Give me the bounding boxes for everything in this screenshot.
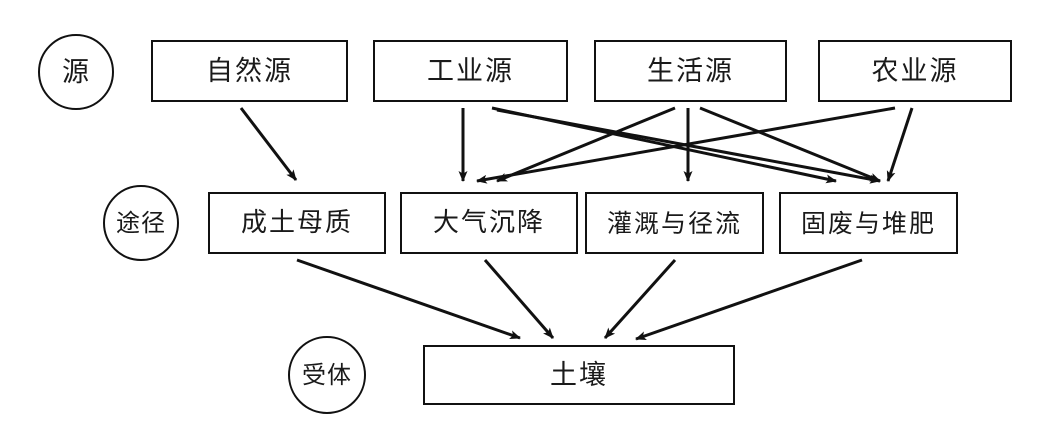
node-irrigation-runoff: 灌溉与径流 — [585, 192, 764, 254]
node-label-natural: 自然源 — [206, 55, 293, 87]
edge-solid-waste-to-soil — [635, 258, 863, 341]
edge-irrigation-to-soil — [603, 258, 677, 340]
node-label-atmospheric-deposition: 大气沉降 — [432, 208, 545, 238]
node-agricultural: 农业源 — [818, 40, 1012, 102]
tier-circle-label: 受体 — [302, 361, 352, 389]
node-solid-waste-compost: 固废与堆肥 — [779, 192, 958, 254]
edge-atmospheric-to-soil — [483, 259, 555, 339]
edge-industrial-to-solid-waste — [496, 108, 881, 184]
tier-circle-label: 途径 — [116, 209, 166, 237]
node-label-soil: 土壤 — [550, 359, 608, 391]
tier-circle-receptor: 受体 — [288, 336, 366, 414]
edge-agricultural-to-solid-waste — [886, 107, 914, 182]
edge-domestic-to-atmospheric — [496, 106, 676, 183]
tier-circle-label: 源 — [62, 56, 90, 88]
node-natural: 自然源 — [151, 40, 348, 102]
node-industrial: 工业源 — [373, 40, 568, 102]
node-label-agricultural: 农业源 — [871, 55, 959, 87]
node-label-domestic: 生活源 — [647, 55, 734, 87]
node-soil: 土壤 — [423, 345, 735, 405]
edge-natural-to-parent-material — [239, 107, 298, 181]
edge-industrial-to-irrigation — [491, 106, 837, 184]
node-label-solid-waste-compost: 固废与堆肥 — [800, 208, 936, 238]
node-domestic: 生活源 — [594, 40, 787, 102]
tier-circle-pathway: 途径 — [103, 185, 179, 261]
node-label-parent-material: 成土母质 — [240, 208, 353, 238]
edge-domestic-to-solid-waste — [699, 106, 881, 183]
node-atmospheric-deposition: 大气沉降 — [400, 192, 578, 254]
node-label-industrial: 工业源 — [427, 55, 514, 87]
tier-circle-source: 源 — [38, 34, 114, 110]
edge-agricultural-to-atmospheric — [476, 106, 896, 184]
node-label-irrigation-runoff: 灌溉与径流 — [606, 208, 742, 238]
edge-parent-material-to-soil — [296, 258, 521, 340]
node-parent-material: 成土母质 — [208, 192, 386, 254]
